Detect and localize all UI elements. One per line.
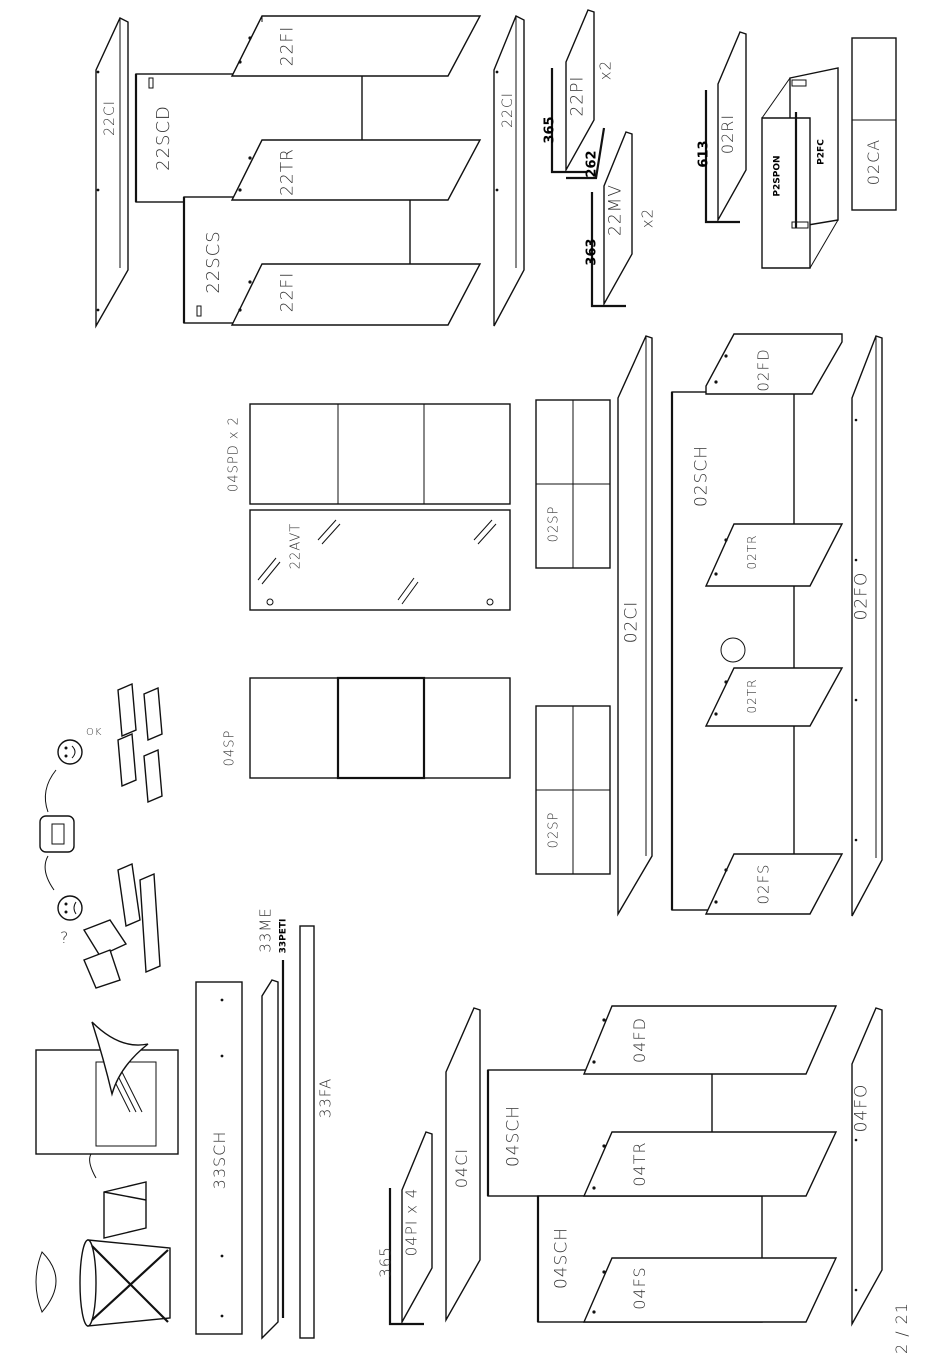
manual-icon [104,1182,146,1238]
label-22CI-left: 22CI [103,100,117,136]
label-22MV-multiplier: x2 [641,208,656,228]
panel-04SP [250,678,510,778]
label-02CA: 02CA [866,139,882,185]
label-22PI: 22PI [570,76,587,117]
label-22MV: 22MV [608,184,625,236]
label-02SCH: 02SCH [694,445,711,507]
label-22AVT: 22AVT [290,523,303,569]
label-04SPD: 04SPD x 2 [228,416,241,492]
panel-04TR [584,1132,836,1196]
label-04FD: 04FD [632,1017,648,1063]
label-02TR-bottom: 02TR [746,679,758,714]
label-33SCH: 33SCH [212,1131,228,1190]
label-02TR-top: 02TR [746,535,758,570]
panel-04FO [852,1008,882,1324]
label-04CI: 04CI [454,1148,470,1188]
phone-icon [40,816,74,852]
label-22SCS: 22SCS [205,230,223,293]
sad-face-icon [58,896,82,920]
trash-bin-icon [36,1240,170,1326]
dimension-365-bottom: 365 [379,1246,394,1278]
panel-02FD [706,334,842,394]
dimension-262: 262 [586,150,599,177]
label-P2FC: P2FC [818,139,827,165]
label-02CI: 02CI [624,601,641,644]
label-22PI-multiplier: x2 [599,60,614,80]
label-02SP-top: 02SP [548,506,561,543]
label-02FO: 02FO [854,572,871,621]
panel-02SP-top [536,400,610,568]
panels-icon [118,684,162,972]
label-22FI-top: 22FI [280,26,297,66]
panel-02FO [852,336,882,916]
label-04SP: 04SP [224,730,237,767]
panel-33ME [262,980,278,1338]
panel-04FS [584,1258,836,1322]
label-04SCH-top: 04SCH [506,1105,523,1167]
box-icon [84,920,126,988]
label-22SCD: 22SCD [155,105,173,171]
panel-02SP-bottom [536,706,610,874]
arrow-icon [45,856,54,890]
label-02FD: 02FD [757,348,772,391]
panel-04SPD [250,404,510,504]
label-04FO: 04FO [854,1084,871,1133]
label-33FA: 33FA [319,1078,334,1119]
dimension-613: 613 [698,140,711,167]
label-22TR: 22TR [280,148,297,196]
label-33ME: 33ME [259,907,274,953]
dimension-363: 363 [586,238,599,265]
page-number: 2 / 21 [894,1302,910,1354]
label-02FS: 02FS [757,864,772,905]
label-02RI: 02RI [720,114,736,154]
panel-02SCH [672,392,794,910]
label-02SP-bottom: 02SP [548,812,561,849]
panel-22TR [232,140,480,200]
label-22FI-bottom: 22FI [280,272,297,312]
panel-33FA [300,926,314,1338]
label-33PETI: 33PETI [280,919,289,954]
panel-22FI-top [232,16,480,76]
panel-22CI-left [96,18,128,326]
panel-22FI-bottom [232,264,480,325]
panel-22CI-right [494,16,524,326]
dimension-365-top: 365 [544,116,557,143]
label-04TR: 04TR [632,1141,648,1186]
happy-face-icon [58,740,82,764]
label-04PI: 04PI x 4 [405,1188,420,1257]
label-P2SPON: P2SPON [774,155,783,196]
label-question: ? [60,930,70,946]
panel-04FD [584,1006,836,1074]
label-ok: OK [86,728,102,738]
label-04SCH-bottom: 04SCH [554,1227,571,1289]
label-22CI-right: 22CI [501,92,515,128]
label-04FS: 04FS [632,1266,648,1309]
arrow-icon [45,770,56,812]
